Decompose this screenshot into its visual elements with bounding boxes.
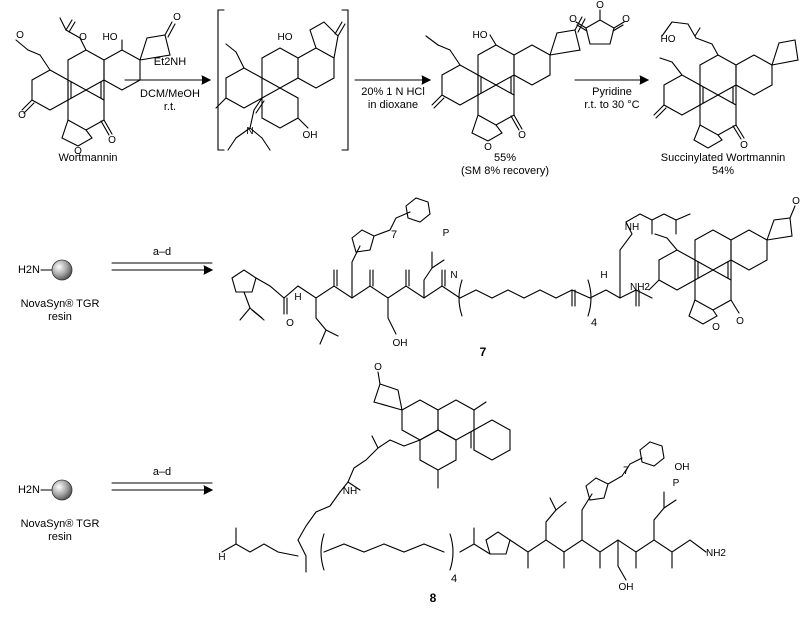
succinylated-wortmannin-structure bbox=[653, 21, 799, 149]
succinylated-wortmannin-label: Succinylated Wortmannin bbox=[660, 152, 786, 164]
product-yield: 54% bbox=[711, 165, 735, 177]
atom-label: HO bbox=[103, 32, 118, 43]
step3-reagent-1: Pyridine bbox=[592, 86, 632, 98]
atom-label: O bbox=[173, 12, 181, 23]
step1-reagent-2: DCM/MeOH bbox=[140, 88, 200, 100]
atom-label: O bbox=[792, 196, 800, 207]
atom-label: O bbox=[16, 30, 24, 41]
arrow-label: a–d bbox=[152, 466, 172, 478]
atom-label: NH bbox=[343, 486, 357, 497]
intermediate-structure bbox=[215, 9, 349, 151]
intermediate-yield: 55% bbox=[493, 152, 517, 164]
amine-label: H2N bbox=[17, 484, 40, 496]
repeat-subscript: 4 bbox=[591, 317, 597, 329]
atom-label: O bbox=[622, 14, 630, 25]
repeat-subscript: 4 bbox=[451, 573, 457, 585]
step2-reagent-1: 20% 1 N HCl bbox=[361, 86, 425, 98]
deacetyl-product-structure bbox=[425, 16, 586, 142]
atom-label: OH bbox=[393, 338, 408, 349]
succinic-anhydride-structure bbox=[575, 9, 625, 45]
step3-reagent-2: r.t. to 30 °C bbox=[584, 99, 640, 111]
step2-reagent-2: in dioxane bbox=[367, 99, 419, 111]
atom-label: O bbox=[74, 146, 82, 157]
atom-label: N bbox=[450, 270, 457, 281]
atom-label: OH bbox=[675, 462, 690, 473]
atom-label: NH bbox=[625, 222, 639, 233]
atom-label: P bbox=[673, 478, 680, 489]
atom-label: N bbox=[246, 126, 253, 137]
atom-label: H bbox=[218, 552, 225, 563]
atom-label: NH2 bbox=[630, 282, 650, 293]
atom-label: P bbox=[443, 228, 450, 239]
atom-label: H bbox=[600, 270, 607, 281]
atom-label: O bbox=[518, 130, 526, 141]
atom-label: HO bbox=[661, 34, 676, 45]
wortmannin-structure bbox=[15, 17, 176, 147]
chain-subscript: 7 bbox=[391, 229, 397, 241]
intermediate-recovery: (SM 8% recovery) bbox=[460, 165, 550, 177]
atom-label: O bbox=[569, 14, 577, 25]
compound-number: 8 bbox=[429, 591, 437, 605]
atom-label: OH bbox=[303, 130, 318, 141]
amine-label: H2N bbox=[17, 264, 40, 276]
resin-word: resin bbox=[48, 531, 72, 543]
atom-label: HO bbox=[473, 30, 488, 41]
atom-label: O bbox=[286, 318, 294, 329]
atom-label: NH2 bbox=[706, 548, 726, 559]
atom-label: O bbox=[108, 135, 116, 146]
atom-label: OH bbox=[619, 582, 634, 593]
compound-number: 7 bbox=[479, 345, 487, 359]
step1-reagent-3: r.t. bbox=[163, 101, 177, 113]
atom-label: O bbox=[18, 110, 26, 121]
atom-label: O bbox=[374, 362, 382, 373]
atom-label: O bbox=[712, 322, 720, 333]
atom-label: O bbox=[736, 316, 744, 327]
atom-label: HO bbox=[278, 32, 293, 43]
chain-subscript: 7 bbox=[623, 465, 629, 477]
step1-reagent-1: Et2NH bbox=[153, 56, 187, 68]
atom-label: O bbox=[740, 140, 748, 151]
atom-label: O bbox=[79, 32, 87, 43]
wortmannin-label: Wortmannin bbox=[58, 152, 118, 164]
arrow-label: a–d bbox=[152, 246, 172, 258]
resin-name: NovaSyn® TGR bbox=[20, 298, 100, 310]
atom-label: H bbox=[294, 292, 301, 303]
resin-name: NovaSyn® TGR bbox=[20, 518, 100, 530]
compound-8-structure bbox=[221, 371, 707, 581]
atom-label: O bbox=[484, 142, 492, 153]
atom-label: O bbox=[596, 0, 604, 11]
compound-7-structure bbox=[231, 197, 796, 345]
resin-sphere-icon bbox=[51, 479, 73, 501]
resin-word: resin bbox=[48, 311, 72, 323]
resin-sphere-icon bbox=[51, 259, 73, 281]
